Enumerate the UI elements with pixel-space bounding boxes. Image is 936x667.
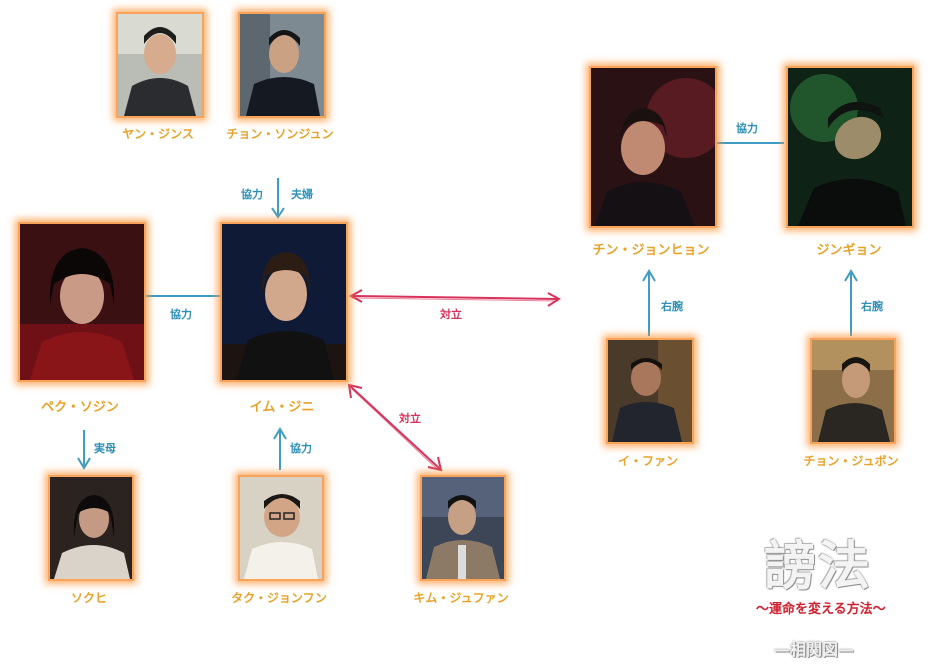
portrait-jeong-seongjun [238,12,326,118]
label-couple: 夫婦 [291,188,313,201]
oppose-arrowhead-top [347,383,363,399]
right-arm-arrowhead-2 [844,269,858,282]
name-jeong-seongjun: チョン・ソンジュン [226,127,334,141]
portrait-sokhi [48,475,134,581]
label-real-mother: 実母 [94,442,116,455]
portrait-lim-jini [220,222,348,382]
name-lim-jini: イム・ジニ [249,400,315,415]
name-sokhi: ソクヒ [70,591,108,605]
label-right-arm-1: 右腕 [661,300,683,313]
portrait-kim-juhwan [420,475,506,581]
cooperate-arrowhead-top [271,207,285,219]
oppose-arrowhead-bottom [427,456,443,472]
name-jingyeong: ジンギョン [816,243,882,258]
right-arm-arrowhead-1 [642,269,656,282]
oppose-arrowhead-right [547,292,561,307]
name-tak-jonghun: タク・ジョンフン [231,591,327,605]
cooperate-arrowhead-bottom [273,427,287,440]
oppose-line-bottom-2 [351,388,438,470]
oppose-arrowhead-left [348,289,363,303]
oppose-line-right [351,295,559,300]
label-cooperate-jin: 協力 [736,122,758,135]
portrait-jingyeong [786,66,914,228]
label-cooperate-bottom: 協力 [290,442,312,455]
logo-title: 謗法 [764,536,873,597]
name-lee-fan: イ・ファン [617,454,679,468]
label-oppose-right: 対立 [440,308,462,321]
portrait-tak-jonghun [238,475,324,581]
label-oppose-bottom: 対立 [399,412,421,425]
portrait-baek-sojin [18,222,146,382]
name-jeong-jubon: チョン・ジュボン [803,454,899,468]
name-yang-jinsu: ヤン・ジンス [122,127,194,141]
logo-subtitle: 〜運命を変える方法〜 [756,602,886,617]
portrait-lee-fan [606,338,694,444]
portrait-yang-jinsu [116,12,204,118]
portrait-jeong-jubon [810,338,896,444]
mother-arrowhead [77,457,91,470]
logo: 謗法 〜運命を変える方法〜 —相関図— [748,520,928,665]
oppose-line-bottom [349,385,441,470]
name-kim-juhwan: キム・ジュファン [413,591,509,605]
name-baek-sojin: ペク・ソジン [41,400,119,415]
label-cooperate-left: 協力 [170,308,192,321]
label-right-arm-2: 右腕 [861,300,883,313]
name-jin-jonghyeon: チン・ジョンヒョン [592,243,710,258]
portrait-jin-jonghyeon [589,66,717,228]
label-cooperate-top: 協力 [241,188,263,201]
logo-caption: —相関図— [774,640,855,659]
oppose-line-right-2 [351,297,559,302]
